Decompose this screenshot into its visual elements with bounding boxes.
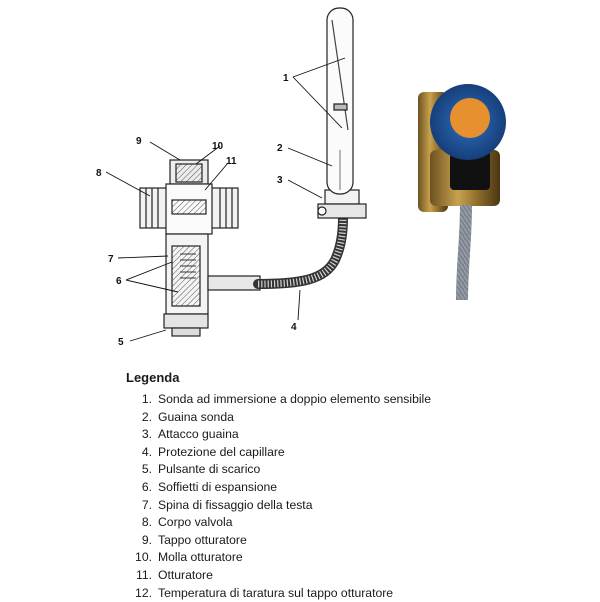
callout-labels: 1 2 3 4 5 6 7 8 9 10 11 bbox=[96, 73, 297, 348]
legend-item-number: 8. bbox=[141, 515, 152, 530]
legend-item-number: 9. bbox=[141, 532, 152, 547]
legend-item-text: Temperatura di taratura sul tappo ottura… bbox=[158, 585, 394, 600]
callout-6: 6 bbox=[116, 276, 122, 287]
legend-item: 4. Protezione del capillare bbox=[126, 444, 586, 462]
callout-2: 2 bbox=[277, 143, 283, 154]
callout-7: 7 bbox=[108, 254, 114, 265]
legend-item-text: Spina di fissaggio della testa bbox=[158, 497, 313, 512]
legend-title: Legenda bbox=[126, 370, 180, 385]
legend-item-text: Soffietti di espansione bbox=[158, 479, 278, 494]
legend-item-number: 3. bbox=[141, 427, 152, 442]
probe-connector bbox=[317, 189, 367, 219]
legend-item-number: 10. bbox=[135, 550, 152, 565]
legend-item-number: 7. bbox=[141, 497, 152, 512]
legend-item: 2. Guaina sonda bbox=[126, 409, 586, 427]
legend-item-number: 2. bbox=[141, 409, 152, 424]
legend-item: 10. Molla otturatore bbox=[126, 549, 586, 567]
valve-cross-section bbox=[139, 159, 261, 337]
legend-item-number: 1. bbox=[141, 392, 152, 406]
legend: Legenda 1. Sonda ad immersione a doppio e… bbox=[126, 370, 586, 602]
legend-item: 3. Attacco guaina bbox=[126, 426, 586, 444]
valve-technical-diagram: 1 2 3 4 5 6 7 8 9 10 11 bbox=[96, 7, 506, 348]
legend-list: 1. Sonda ad immersione a doppio elemento … bbox=[126, 391, 586, 602]
legend-item-text: Corpo valvola bbox=[158, 515, 233, 530]
legend-item: 12. Temperatura di taratura sul tappo ott… bbox=[126, 585, 586, 602]
legend-item: 7. Spina di fissaggio della testa bbox=[126, 497, 586, 515]
callout-3: 3 bbox=[277, 175, 283, 186]
legend-item-number: 5. bbox=[141, 462, 152, 477]
leader-lines bbox=[105, 57, 346, 342]
callout-1: 1 bbox=[283, 73, 289, 84]
legend-item: 6. Soffietti di espansione bbox=[126, 479, 586, 497]
legend-item-number: 4. bbox=[141, 444, 152, 459]
callout-5: 5 bbox=[118, 337, 124, 348]
legend-item-text: Guaina sonda bbox=[158, 409, 234, 424]
legend-item-text: Pulsante di scarico bbox=[158, 462, 261, 477]
legend-item-text: Molla otturatore bbox=[158, 550, 243, 565]
legend-item-text: Sonda ad immersione a doppio elemento se… bbox=[158, 392, 432, 406]
callout-8: 8 bbox=[96, 168, 102, 179]
legend-item-number: 6. bbox=[141, 479, 152, 494]
legend-item-text: Attacco guaina bbox=[158, 427, 239, 442]
legend-item: 5. Pulsante di scarico bbox=[126, 461, 586, 479]
legend-item-number: 11. bbox=[135, 567, 152, 582]
legend-item-text: Tappo otturatore bbox=[158, 532, 247, 547]
product-photo bbox=[418, 84, 506, 301]
callout-10: 10 bbox=[212, 141, 224, 152]
callout-11: 11 bbox=[226, 156, 237, 167]
capillary-hose bbox=[253, 213, 348, 289]
legend-item-number: 12. bbox=[135, 585, 152, 600]
callout-9: 9 bbox=[136, 136, 142, 147]
legend-item: 1. Sonda ad immersione a doppio elemento … bbox=[126, 391, 586, 409]
callout-4: 4 bbox=[291, 322, 297, 333]
legend-item: 8. Corpo valvola bbox=[126, 514, 586, 532]
legend-item-text: Otturatore bbox=[158, 567, 213, 582]
probe-sheath bbox=[326, 7, 354, 195]
legend-item-text: Protezione del capillare bbox=[158, 444, 285, 459]
legend-item: 11. Otturatore bbox=[126, 567, 586, 585]
legend-item: 9. Tappo otturatore bbox=[126, 532, 586, 550]
